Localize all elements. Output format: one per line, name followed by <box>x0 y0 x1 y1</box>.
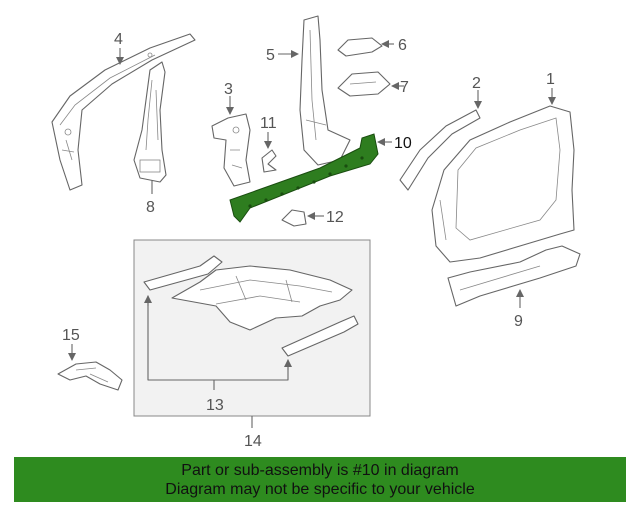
label-15: 15 <box>62 327 80 344</box>
label-1: 1 <box>546 71 555 88</box>
label-6: 6 <box>398 37 407 54</box>
label-11: 11 <box>260 115 277 132</box>
part-11-bracket[interactable] <box>261 149 277 173</box>
label-5: 5 <box>266 47 275 64</box>
parts-diagram: 4 8 3 11 5 6 7 <box>51 15 581 450</box>
part-5-center-pillar[interactable] <box>299 15 351 166</box>
part-4-roof-side-rail[interactable] <box>51 33 196 191</box>
label-14: 14 <box>244 433 262 450</box>
part-10-rocker-reinforcement-highlighted[interactable] <box>229 133 379 223</box>
label-4: 4 <box>114 31 123 48</box>
label-2: 2 <box>472 75 481 92</box>
part-6-bracket[interactable] <box>337 37 383 57</box>
part-15-bracket[interactable] <box>57 361 123 391</box>
label-9: 9 <box>514 313 523 330</box>
label-10: 10 <box>394 135 412 152</box>
label-13: 13 <box>206 397 224 414</box>
label-12: 12 <box>326 209 344 226</box>
part-13-floor-rail-front[interactable] <box>143 255 223 291</box>
part-9-rocker-panel[interactable] <box>447 245 581 307</box>
info-banner: Part or sub-assembly is #10 in diagram D… <box>14 457 626 502</box>
part-13-floor-rail-rear[interactable] <box>281 315 359 357</box>
part-7-bracket[interactable] <box>337 71 391 97</box>
label-7: 7 <box>400 79 409 96</box>
part-2-windshield-pillar[interactable] <box>399 109 481 191</box>
label-3: 3 <box>224 81 233 98</box>
part-12-bracket[interactable] <box>281 209 307 227</box>
part-1-side-panel[interactable] <box>431 105 575 263</box>
part-3-pillar-reinforcement[interactable] <box>211 113 251 187</box>
banner-line-2: Diagram may not be specific to your vehi… <box>165 481 475 498</box>
label-8: 8 <box>146 199 155 216</box>
banner-line-1: Part or sub-assembly is #10 in diagram <box>181 462 459 479</box>
floor-pan[interactable] <box>171 265 353 331</box>
part-8-center-pillar-inner[interactable] <box>133 61 167 183</box>
